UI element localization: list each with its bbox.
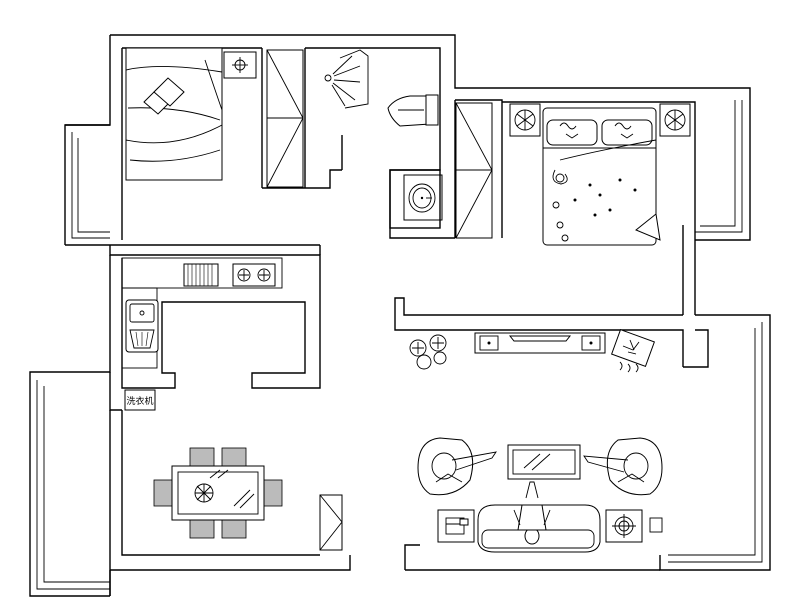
bed-left bbox=[125, 47, 223, 181]
pillow-icon bbox=[143, 77, 185, 115]
person-icon bbox=[513, 481, 551, 545]
side-table-left-icon bbox=[437, 509, 475, 543]
bed-right bbox=[542, 107, 661, 246]
door-swing-icon bbox=[339, 49, 369, 109]
light-fixture-icon bbox=[324, 55, 361, 107]
walls bbox=[29, 34, 771, 597]
washbasin-icon bbox=[403, 174, 443, 221]
nightstand-right-icon bbox=[659, 103, 691, 137]
plants-icon bbox=[409, 334, 447, 370]
wardrobe-left bbox=[266, 49, 304, 188]
coffee-table bbox=[507, 444, 581, 480]
kitchen-sink-icon bbox=[125, 299, 159, 353]
washing-machine-icon: 洗衣机 bbox=[124, 389, 156, 411]
armchair-right-icon bbox=[583, 437, 663, 496]
washing-machine-label: 洗衣机 bbox=[126, 395, 153, 407]
armchair-left-icon bbox=[417, 437, 497, 496]
side-table-right-icon bbox=[605, 509, 643, 543]
centerpiece-icon bbox=[194, 483, 214, 503]
cabinet-dining bbox=[319, 494, 343, 551]
wardrobe-right bbox=[455, 102, 493, 239]
toilet-icon bbox=[387, 94, 439, 127]
nightstand-left-icon bbox=[509, 103, 541, 137]
side-plant-icon bbox=[610, 328, 656, 373]
gas-stove-icon bbox=[232, 263, 276, 287]
tv-cabinet bbox=[474, 332, 606, 354]
sofa bbox=[477, 481, 601, 553]
nightstand-lamp-icon bbox=[223, 51, 257, 79]
range-hood-icon bbox=[183, 263, 219, 287]
dining-table bbox=[153, 447, 283, 539]
